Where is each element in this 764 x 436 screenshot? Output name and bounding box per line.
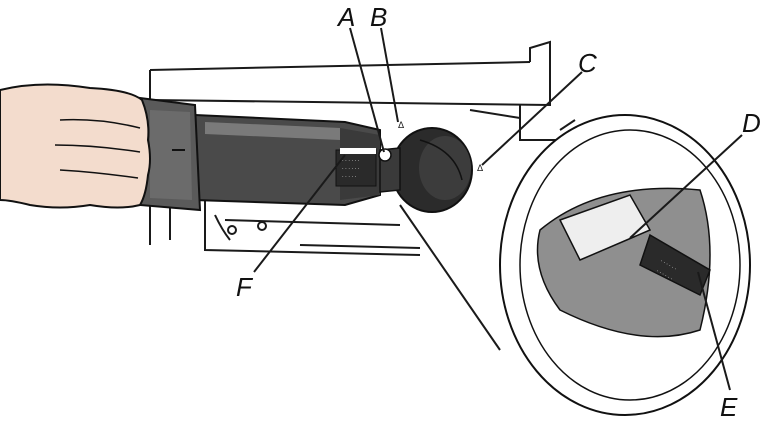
callout-a: A xyxy=(336,2,355,32)
svg-text:· · · · · ·: · · · · · · xyxy=(342,158,360,164)
callout-c: C xyxy=(578,48,597,78)
cartridge-port xyxy=(391,127,473,213)
svg-text:· · · · · ·: · · · · · · xyxy=(342,166,360,172)
detail-inset-icon: · · · · · · · · · · · · xyxy=(499,114,751,416)
inset-connector xyxy=(399,119,576,351)
svg-text:· · · · ·: · · · · · xyxy=(342,174,357,180)
toner-cartridge-icon: · · · · · · · · · · · · · · · · · xyxy=(139,96,401,212)
arrow-marker-b: ᐃ xyxy=(398,121,405,131)
callout-e: E xyxy=(720,392,738,422)
arrow-marker-c: ᐃ xyxy=(477,164,484,174)
callout-d: D xyxy=(742,108,761,138)
callout-f: F xyxy=(236,272,254,302)
leader-lines xyxy=(253,27,743,391)
callout-b: B xyxy=(370,2,387,32)
hand-icon xyxy=(0,83,151,209)
